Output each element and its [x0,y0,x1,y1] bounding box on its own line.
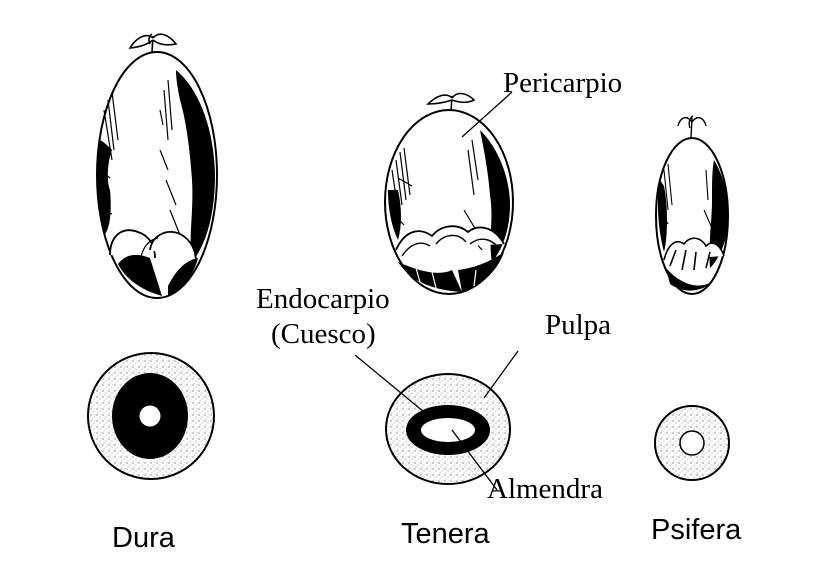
variety-name-tenera: Tenera [401,518,491,550]
dura-sprout-icon [128,33,178,53]
psifera-kernel [679,430,705,456]
tenera-kernel [421,418,475,442]
label-pericarpio: Pericarpio [503,67,622,99]
psifera-sprout-icon [677,115,707,139]
psifera-cross-section [654,405,730,481]
dura-kernel [139,405,161,427]
variety-name-dura: Dura [112,522,176,554]
label-endocarpio: Endocarpio [256,283,390,315]
tenera-cross-section [385,373,511,485]
psifera-fruit-illustration [655,115,729,295]
label-cuesco: (Cuesco) [271,318,376,350]
variety-name-psifera: Psifera [651,514,742,546]
almendra-leader [451,429,498,491]
tenera-fruit-illustration [384,92,514,295]
dura-fruit-illustration [96,33,218,299]
label-pulpa: Pulpa [545,309,611,341]
leader-lines [354,91,519,491]
label-almendra: Almendra [487,473,603,505]
pericarpio-leader [461,91,513,138]
pulpa-leader [483,350,519,399]
endocarpio-leader [354,354,425,413]
dura-cross-section [87,352,215,480]
